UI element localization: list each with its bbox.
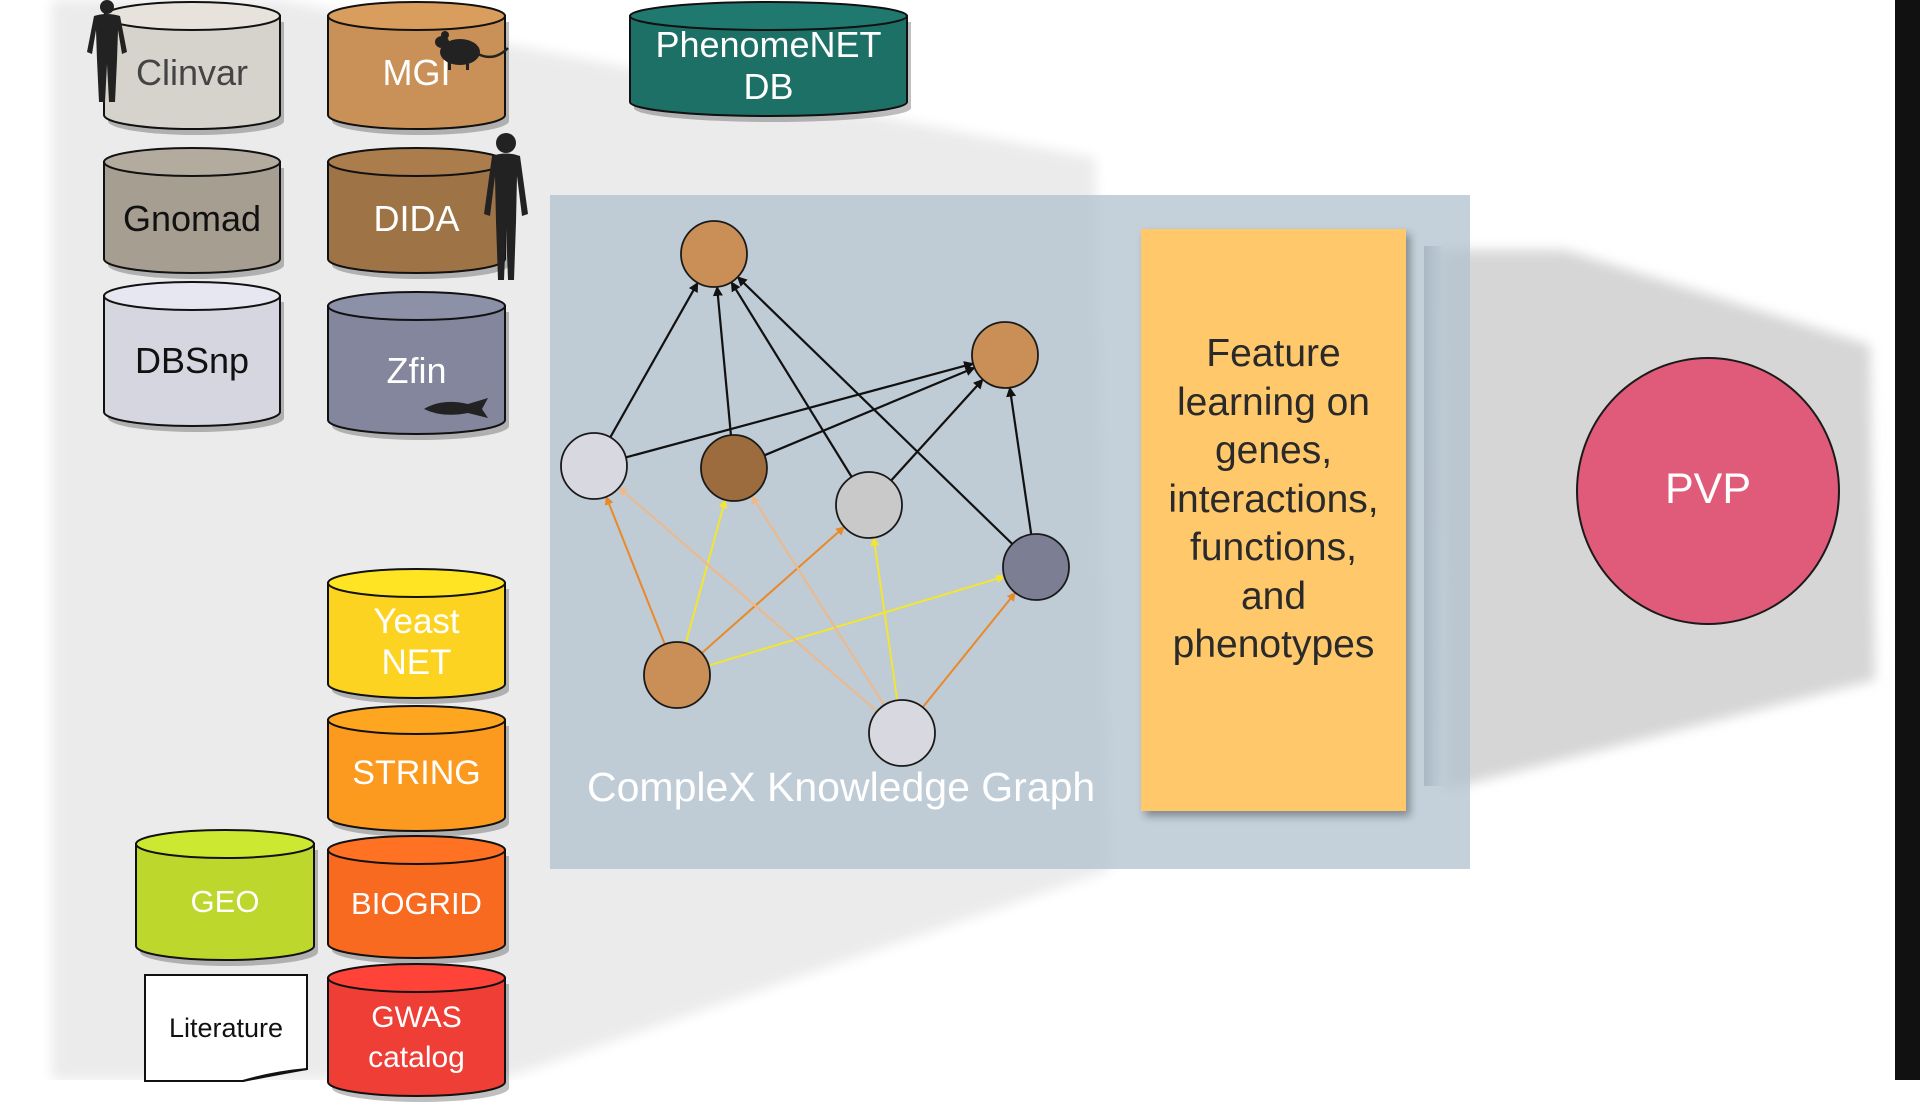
cylinder-shape — [327, 835, 509, 964]
pvp-label: PVP — [1664, 464, 1752, 513]
graph-node — [560, 432, 628, 500]
graph-edge — [604, 495, 667, 647]
db-label: BIOGRID — [351, 886, 482, 921]
graph-edge — [870, 536, 899, 703]
db-biogrid: BIOGRID — [326, 834, 509, 964]
graph-node — [971, 321, 1039, 389]
db-yeastnet: Yeast NET — [326, 567, 509, 704]
graph-edge — [889, 378, 984, 483]
human-silhouette-icon — [87, 0, 127, 102]
graph-node — [700, 434, 768, 502]
graph-node — [1002, 533, 1070, 601]
db-gwas-catalog: GWAS catalog — [326, 962, 509, 1102]
cylinder-shape — [103, 147, 284, 279]
db-phenomenet: PhenomeNET DB — [628, 0, 911, 122]
right-margin — [1895, 0, 1920, 1080]
cylinder-shape — [327, 705, 509, 837]
mouse-silhouette-icon — [435, 31, 509, 70]
db-label: Yeast NET — [373, 602, 460, 682]
graph-edge — [706, 574, 1006, 668]
db-label: Gnomad — [122, 198, 262, 239]
pvp-circle: PVP — [1576, 357, 1840, 625]
db-string: STRING — [326, 704, 509, 837]
db-geo: GEO — [134, 828, 318, 966]
graph-edge — [618, 486, 880, 714]
db-label: STRING — [352, 754, 481, 792]
db-gnomad: Gnomad — [102, 146, 284, 279]
graph-edge — [730, 281, 854, 480]
graph-node — [680, 220, 748, 288]
feature-box-shadow — [1424, 246, 1444, 786]
human-silhouette-icon — [484, 133, 528, 280]
cylinder-shape — [103, 281, 284, 432]
db-label: Clinvar — [135, 52, 249, 93]
cylinder-shape — [327, 147, 509, 279]
db-label: GEO — [190, 884, 260, 919]
db-label: MGI — [382, 52, 451, 93]
graph-edge — [623, 361, 975, 459]
db-label: PhenomeNET DB — [655, 24, 882, 107]
feature-learning-text: Feature learning on genes, interactions,… — [1168, 332, 1379, 667]
graph-edge — [920, 591, 1016, 710]
graph-edge — [1006, 386, 1033, 537]
graph-edge — [736, 276, 1015, 547]
knowledge-graph-title: CompleX Knowledge Graph — [587, 764, 1096, 810]
db-label: GWAS catalog — [368, 1001, 465, 1074]
graph-edge — [684, 498, 728, 646]
db-dida: DIDA — [326, 146, 509, 279]
graph-node — [868, 699, 936, 767]
cylinder-shape — [327, 568, 509, 704]
db-label: DIDA — [373, 198, 460, 239]
fish-silhouette-icon — [424, 398, 488, 418]
literature-document: Literature — [143, 973, 309, 1083]
feature-learning-box: Feature learning on genes, interactions,… — [1141, 229, 1406, 811]
cylinder-shape — [629, 1, 911, 122]
cylinder-shape — [135, 829, 318, 966]
left-margin — [0, 0, 50, 1080]
graph-node — [835, 471, 903, 539]
graph-node — [643, 641, 711, 709]
db-label: DBSnp — [134, 340, 250, 381]
graph-edge — [762, 366, 976, 458]
graph-edge — [608, 281, 699, 440]
db-label: Zfin — [386, 350, 447, 391]
db-dbsnp: DBSnp — [102, 280, 284, 432]
graph-edge — [699, 526, 846, 656]
graph-edge — [751, 495, 887, 708]
literature-label: Literature — [168, 1013, 284, 1043]
graph-edge — [712, 285, 733, 438]
